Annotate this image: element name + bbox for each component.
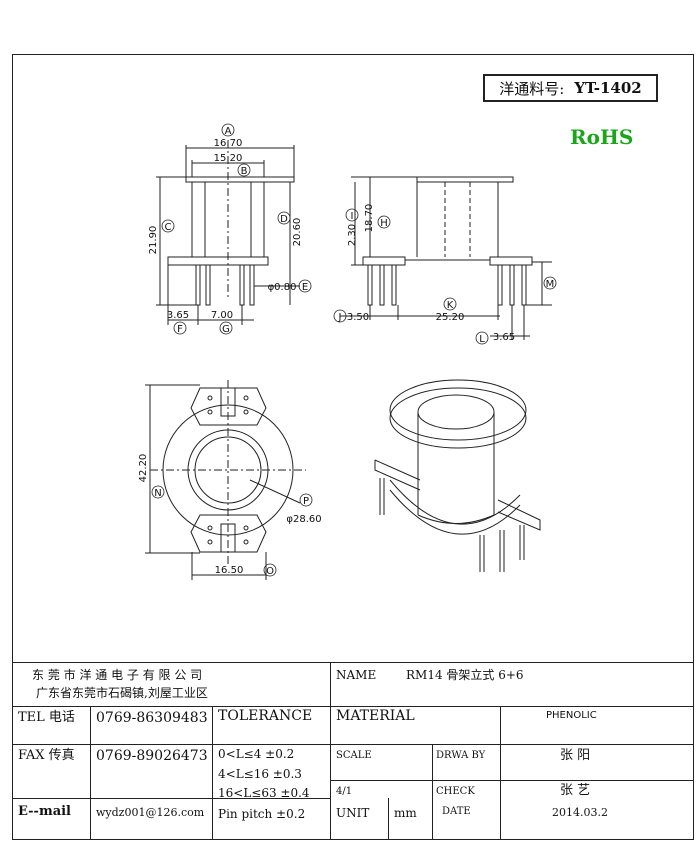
email-value: wydz001@126.com	[96, 806, 205, 819]
dim-p-label: P	[303, 496, 309, 507]
email-label: E--mail	[18, 804, 71, 819]
dim-j-label: J	[338, 312, 342, 323]
dim-f-value: 3.65	[167, 310, 189, 321]
name-label: NAME	[336, 668, 377, 682]
material-value: PHENOLIC	[546, 710, 597, 721]
dim-e-value: φ0.80	[268, 282, 297, 293]
tel-value: 0769-86309483	[96, 710, 208, 726]
fax-label: FAX 传真	[18, 748, 75, 763]
dim-j-value: 3.50	[347, 312, 369, 323]
check-label: CHECK	[436, 786, 475, 797]
part-number-box: 洋通料号: YT-1402	[483, 74, 658, 102]
dim-b-value: 15.20	[214, 153, 243, 164]
front-view	[156, 140, 300, 325]
company-name: 东 莞 市 洋 通 电 子 有 限 公 司	[32, 668, 203, 682]
date-label: DATE	[442, 806, 471, 817]
dim-h-value: 18.70	[364, 204, 375, 233]
dim-c-label: C	[165, 222, 172, 233]
unit-value: mm	[394, 806, 417, 820]
isometric-view	[374, 379, 541, 572]
dim-h-label: H	[380, 218, 388, 229]
base-flange	[167, 256, 269, 266]
drawby-label: DRWA BY	[436, 750, 486, 761]
dim-g-value: 7.00	[211, 310, 233, 321]
tel-label: TEL 电话	[18, 710, 75, 725]
unit-label: UNIT	[336, 806, 370, 820]
tolerance-2: 4<L≤16 ±0.3	[218, 767, 302, 781]
company-address: 广东省东莞市石碣镇,刘屋工业区	[36, 686, 208, 700]
date-value: 2014.03.2	[552, 806, 608, 819]
part-number-label: 洋通料号:	[499, 79, 565, 98]
drawby-value: 张 阳	[560, 748, 591, 763]
dim-d-label: D	[280, 214, 288, 225]
dim-g-label: G	[222, 324, 230, 335]
name-value: RM14 骨架立式 6+6	[406, 668, 524, 682]
top-view	[145, 380, 306, 580]
scale-value: 4/1	[336, 786, 353, 797]
fax-value: 0769-89026473	[96, 748, 208, 764]
material-label: MATERIAL	[336, 708, 415, 724]
dim-k-label: K	[447, 300, 454, 311]
dim-o-value: 16.50	[215, 565, 244, 576]
top-flange	[185, 176, 295, 183]
rohs-mark: RoHS	[570, 125, 634, 149]
dim-p-value: φ28.60	[286, 514, 321, 525]
drawing-frame	[12, 54, 694, 840]
dim-i-label: I	[351, 211, 354, 222]
dim-l-label: L	[479, 334, 485, 345]
check-value: 张 艺	[560, 783, 591, 798]
dim-l-value: 3.65	[493, 332, 515, 343]
dim-d-value: 20.60	[292, 218, 303, 247]
dim-i-value: 2.30	[347, 224, 358, 246]
tolerance-pin-pitch: Pin pitch ±0.2	[218, 807, 306, 821]
title-block: 东 莞 市 洋 通 电 子 有 限 公 司 广东省东莞市石碣镇,刘屋工业区 TE…	[12, 662, 694, 840]
dim-o-label: O	[266, 566, 274, 577]
dim-n-label: N	[154, 488, 161, 499]
side-view	[340, 176, 552, 340]
dim-a-label: A	[225, 126, 232, 137]
tolerance-3: 16<L≤63 ±0.4	[218, 786, 310, 800]
dim-a-value: 16.70	[214, 138, 243, 149]
dim-f-label: F	[177, 324, 183, 335]
dim-k-value: 25.20	[436, 312, 465, 323]
tolerance-label: TOLERANCE	[218, 708, 313, 724]
dim-c-value: 21.90	[148, 226, 159, 255]
part-number-value: YT-1402	[574, 79, 642, 97]
dim-e-label: E	[302, 282, 308, 293]
tolerance-1: 0<L≤4 ±0.2	[218, 747, 295, 761]
scale-label: SCALE	[336, 750, 372, 761]
dim-b-label: B	[241, 166, 248, 177]
dim-n-value: 42.20	[138, 454, 149, 483]
dim-m-label: M	[546, 279, 555, 290]
front-pins	[195, 264, 255, 306]
